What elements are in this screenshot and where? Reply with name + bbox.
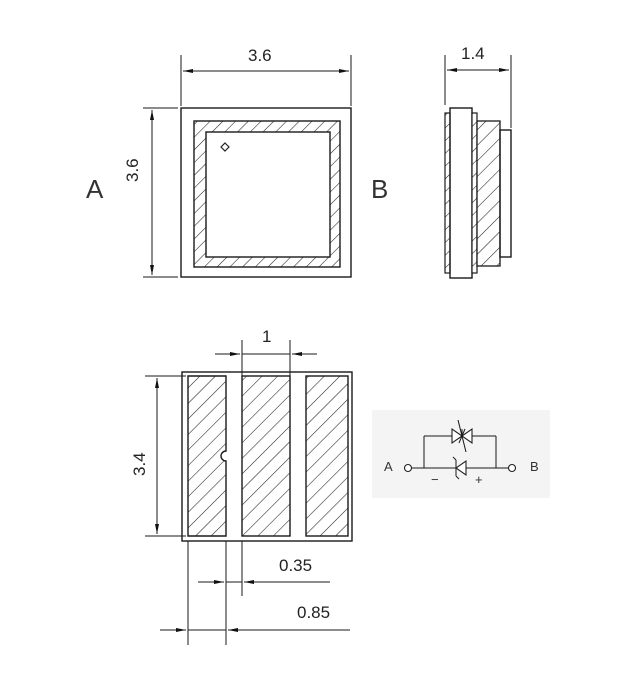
schematic-terminal-b: B: [530, 459, 539, 474]
terminal-a-icon: [403, 463, 413, 473]
bottom-view: [145, 340, 353, 645]
side-label-b: B: [371, 174, 389, 204]
side-thickness-dim: 1.4: [461, 44, 485, 63]
bottom-height-dim: 3.4: [130, 452, 149, 476]
pad-pitch-dim: 1: [262, 327, 272, 346]
top-width-dim: 3.6: [248, 46, 272, 65]
pad-width-dim: 0.85: [297, 603, 331, 622]
pad-b: [305, 375, 349, 537]
schematic-plus: +: [475, 472, 483, 487]
side-label-a: A: [86, 174, 104, 204]
pin1-marker-icon: [220, 142, 230, 152]
gap-dim: 0.35: [279, 556, 313, 575]
pad-center: [241, 375, 291, 537]
schematic: [372, 410, 550, 498]
top-view: [143, 55, 352, 278]
diode-icon: [455, 459, 467, 477]
side-view: [444, 55, 512, 279]
pad-a: [187, 375, 227, 537]
schematic-terminal-a: A: [384, 459, 393, 474]
schematic-minus: −: [431, 472, 439, 487]
terminal-b-icon: [507, 463, 517, 473]
top-height-dim: 3.6: [123, 158, 142, 182]
